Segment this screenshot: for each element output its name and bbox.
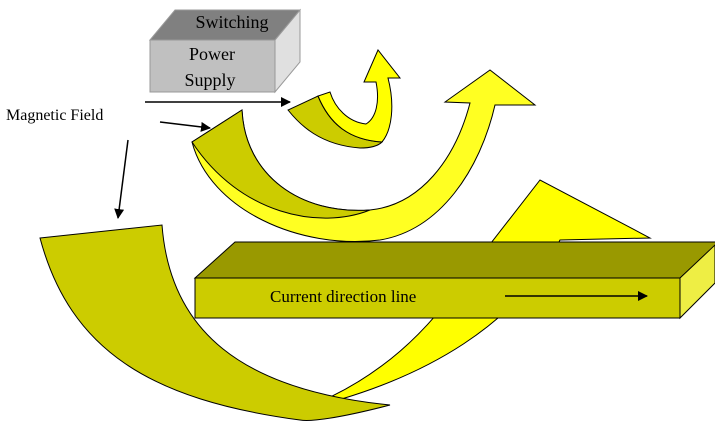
current-bar-top: [193, 241, 715, 279]
magnetic-field-label: Magnetic Field: [6, 107, 103, 124]
current-direction-label: Current direction line: [270, 287, 416, 306]
upper-field-arrow-front: [191, 109, 371, 219]
power-supply-side: [274, 8, 301, 94]
current-bar-end: [679, 244, 715, 320]
field-pointer-arrow-down: [114, 139, 129, 219]
power-supply-line2: Power: [189, 44, 235, 64]
power-supply-line1: Switching: [195, 12, 268, 32]
field-pointer-arrow-middle: [159, 121, 211, 132]
current-bar-front: [194, 277, 681, 319]
large-lower-field-arrow: [39, 224, 391, 421]
power-supply-line3: Supply: [184, 70, 235, 90]
small-field-arrow: [317, 49, 402, 143]
